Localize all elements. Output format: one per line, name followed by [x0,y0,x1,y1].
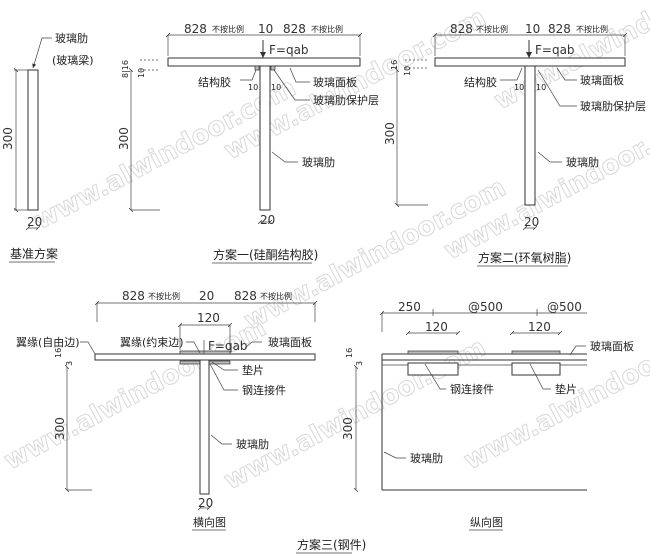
gap-dim-small: 3 [355,361,364,366]
connector-label: 钢连接件 [242,384,286,397]
rib-label: 玻璃肋 [410,451,443,465]
cover-dim: 10 [137,68,146,78]
not-to-scale-note: 不按比例 [260,291,292,301]
cover-dim: 10 [403,66,412,76]
plate-width-dim: 120 [197,311,220,325]
glass-panel [94,353,316,361]
gap-dim-small: 3 [65,361,74,366]
span-right-dim: 828 [548,22,571,36]
panel-base: 300 20 玻璃肋 (玻璃梁) 基准方案 [1,31,94,263]
panel-epoxy: 828 不按比例 10 828 不按比例 F=qab 16 10 300 10 … [383,22,646,267]
not-to-scale-note: 不按比例 [148,291,180,301]
glass-panel [434,57,626,67]
height-dim-label: 300 [117,127,131,150]
steel-connector [511,350,561,355]
glass-rib [259,65,271,211]
width-dim-label: 20 [27,215,42,229]
not-to-scale-note: 不按比例 [311,24,343,34]
gap-dim: 10 [258,22,273,36]
not-to-scale-note: 不按比例 [476,24,508,34]
span-right-dim: 828 [234,289,257,303]
steel-connector [511,362,561,376]
not-to-scale-note: 不按比例 [576,24,608,34]
plate-width-dim: 120 [425,320,448,334]
shim-label: 垫片 [242,363,264,377]
panel-title: 基准方案 [10,246,58,261]
glue-label: 结构胶 [464,75,497,89]
height-dim-label: 300 [53,417,67,440]
glass-rib [27,69,39,211]
width-dim-label: 20 [198,496,213,510]
plate-width-dim: 120 [528,320,551,334]
rib-label: 玻璃肋 [566,155,599,169]
span-left-dim: 828 [184,22,207,36]
rib-label: 玻璃肋 [236,437,269,451]
protection-label: 玻璃肋保护层 [580,99,646,113]
steel-connector [407,350,459,355]
connector-label: 钢连接件 [450,383,494,396]
protection-label: 玻璃肋保护层 [313,93,379,107]
load-label: F=qab [208,339,248,353]
glue-width-dim: 10 [536,83,546,92]
span-left-dim: 828 [122,289,145,303]
panel-title: 方案二(环氧树脂) [478,250,571,265]
panel-steel-longitudinal: 250 @500 @500 120 120 16 3 300 玻璃面板 钢连接件… [341,300,634,531]
rib-label: 玻璃肋 [302,155,335,169]
load-label: F=qab [535,43,575,57]
watermark-layer: www.alwindoor.com www.alwindoor.com www.… [0,0,650,497]
height-dim-label: 300 [341,417,355,440]
thickness-dim: 16 [54,348,63,358]
glue-label: 结构胶 [198,75,231,89]
panel-label: 玻璃面板 [313,75,357,89]
panel-label: 玻璃面板 [268,335,312,349]
height-dim-label: 300 [383,122,397,145]
width-dim-label: 20 [260,213,275,227]
panel-silicone: 828 不按比例 10 828 不按比例 F=qab 8|16 10 300 1… [117,22,379,264]
spacing-dim: @500 [547,300,582,314]
watermark: www.alwindoor.com [439,103,650,267]
width-dim-label: 20 [524,215,539,229]
thickness-dim: 16 [345,348,354,358]
glass-rib [199,359,210,495]
panel-title: 方案三(钢件) [297,537,366,552]
not-to-scale-note: 不按比例 [212,24,244,34]
glue-width-dim: 10 [248,83,258,92]
steel-connector [179,350,231,355]
span-left-dim: 828 [450,22,473,36]
glue-width-dim: 10 [514,83,524,92]
spacing-dim: @500 [468,300,503,314]
span-right-dim: 828 [283,22,306,36]
shim-label: 垫片 [555,382,577,396]
height-dim-label: 300 [1,127,15,150]
thickness-dim: 8|16 [121,60,130,78]
beam-label: (玻璃梁) [52,53,94,67]
steel-connector [407,362,459,376]
panel-title: 方案一(硅酮结构胶) [213,247,318,262]
panel-label: 玻璃面板 [590,339,634,353]
gap-dim: 10 [525,22,540,36]
glue-width-dim: 10 [271,83,281,92]
fixed-flange-label: 翼缘(约束边) [120,336,184,349]
glass-rib [524,65,536,206]
edge-dim: 250 [398,300,421,314]
view-caption: 横向图 [193,515,226,529]
thickness-dim: 16 [390,60,399,70]
rib-label: 玻璃肋 [55,31,88,45]
load-label: F=qab [269,43,309,57]
panel-label: 玻璃面板 [580,73,624,87]
gap-dim: 20 [199,289,214,303]
glass-panel [167,57,361,67]
panel-steel-transverse: 828 不按比例 20 828 不按比例 120 F=qab 16 3 300 … [16,289,316,531]
view-caption: 纵向图 [470,515,503,529]
free-flange-label: 翼缘(自由边) [16,335,80,349]
